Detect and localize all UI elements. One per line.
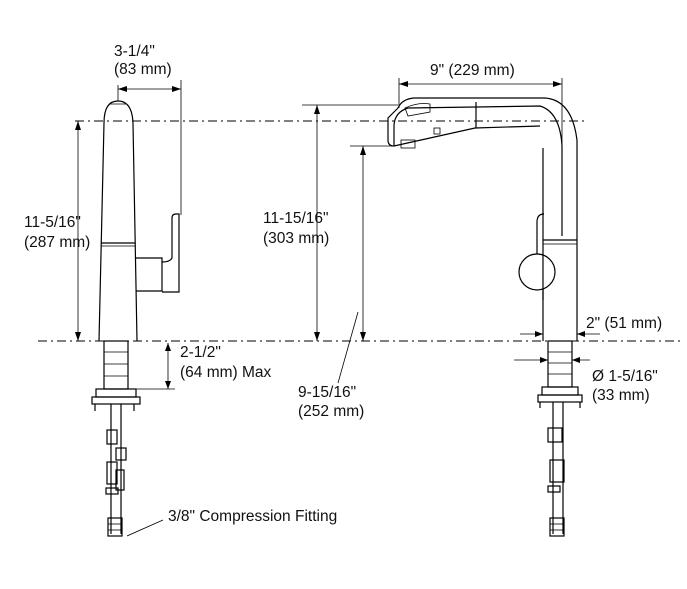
right-shank xyxy=(547,340,573,388)
spout-clearance-label-line1: 9-15/16" xyxy=(298,384,357,401)
right-compression-fitting xyxy=(549,517,565,537)
left-handle xyxy=(136,257,163,292)
left-faucet-side-view xyxy=(91,100,180,537)
shank-diameter-label-line1: Ø 1-5/16" xyxy=(592,368,658,385)
below-deck-label-line1: 2-1/2" xyxy=(180,344,221,361)
left-shank xyxy=(103,340,129,390)
right-spout-outline xyxy=(397,97,578,341)
left-mounting-nut xyxy=(95,388,137,398)
body-height-label-line1: 11-5/16" xyxy=(24,214,81,231)
body-height-label-line2: (287 mm) xyxy=(24,234,91,251)
clearance-leader-line xyxy=(337,311,359,384)
fitting-leader-line xyxy=(126,519,164,537)
total-height-label-line2: (303 mm) xyxy=(263,230,330,247)
reach-label: 9" (229 mm) xyxy=(430,62,515,79)
below-deck-label-line2: (64 mm) Max xyxy=(180,364,272,381)
spout-clearance-label-line2: (252 mm) xyxy=(298,403,365,420)
spout-width-label-line2: (83 mm) xyxy=(114,61,172,78)
shank-diameter-label-line2: (33 mm) xyxy=(592,387,650,404)
right-faucet-front-view xyxy=(387,97,583,537)
left-body-outline xyxy=(98,122,105,342)
spout-width-label-line1: 3-1/4" xyxy=(114,43,155,60)
right-mounting-nut xyxy=(541,386,579,396)
left-compression-fitting xyxy=(107,517,123,537)
total-height-label-line1: 11-15/16" xyxy=(263,210,329,227)
compression-fitting-label: 3/8" Compression Fitting xyxy=(168,508,338,525)
base-width-label: 2" (51 mm) xyxy=(586,315,663,332)
right-handle xyxy=(518,253,556,291)
